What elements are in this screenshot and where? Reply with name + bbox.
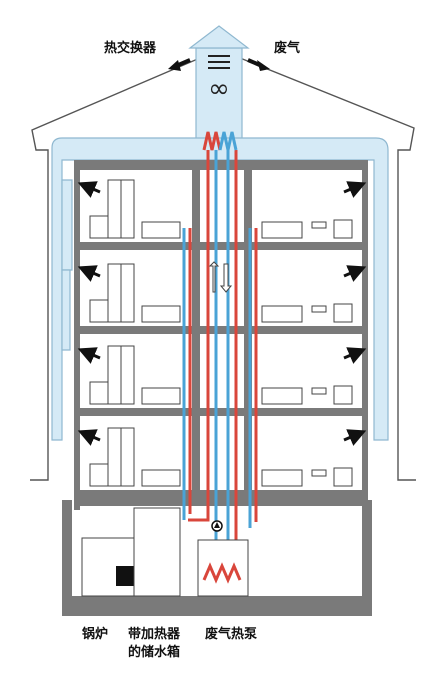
floor-3 [77, 345, 367, 405]
boiler-label: 锅炉 [82, 627, 109, 642]
storage-tank [133, 507, 181, 597]
radiator-icon [141, 469, 181, 487]
flow-arrows [208, 261, 233, 293]
arrow-icon [77, 347, 101, 364]
arrow-icon [77, 265, 101, 282]
radiator-icon [261, 469, 303, 487]
toilet-icon [333, 385, 353, 405]
radiator-icon [141, 387, 181, 405]
chimney: ∞ [188, 25, 250, 149]
arrow-icon [77, 429, 101, 446]
arrow-icon [343, 429, 367, 446]
coil-icon [202, 562, 242, 584]
radiator-icon [261, 305, 303, 323]
floor-2 [77, 263, 367, 323]
sink-icon [311, 469, 327, 477]
sink-icon [311, 305, 327, 313]
heat-exchanger-label: 热交换器 [104, 41, 157, 56]
coil-icon [202, 131, 238, 151]
exhaust-air-label: 废气 [274, 41, 301, 56]
arrow-icon [77, 181, 101, 198]
building-structure [62, 160, 372, 616]
arrow-icon [168, 60, 181, 71]
toilet-icon [333, 467, 353, 487]
radiator-icon [261, 221, 303, 239]
radiator-icon [141, 221, 181, 239]
basement [81, 507, 249, 597]
arrow-icon [343, 265, 367, 282]
louver-lines [208, 55, 230, 69]
exhaust-heat-pump-label: 废气热泵 [205, 627, 258, 642]
attic-duct [51, 137, 389, 441]
radiator-icon [261, 387, 303, 405]
toilet-icon [333, 219, 353, 239]
storage-tank-label-line2: 的储水箱 [128, 645, 181, 660]
fan-icon: ∞ [208, 74, 230, 104]
arrow-icon [257, 60, 270, 71]
stove-icon [89, 215, 109, 239]
floor-4 [77, 427, 367, 487]
arrow-icon [343, 181, 367, 198]
roof [30, 57, 416, 481]
radiator-icon [141, 305, 181, 323]
sink-icon [311, 387, 327, 395]
sink-icon [311, 221, 327, 229]
stove-icon [89, 299, 109, 323]
stove-icon [89, 381, 109, 405]
arrow-icon [343, 347, 367, 364]
toilet-icon [333, 303, 353, 323]
storage-tank-label-line1: 带加热器 [128, 627, 181, 642]
floor-1 [77, 179, 367, 239]
stove-icon [89, 463, 109, 487]
